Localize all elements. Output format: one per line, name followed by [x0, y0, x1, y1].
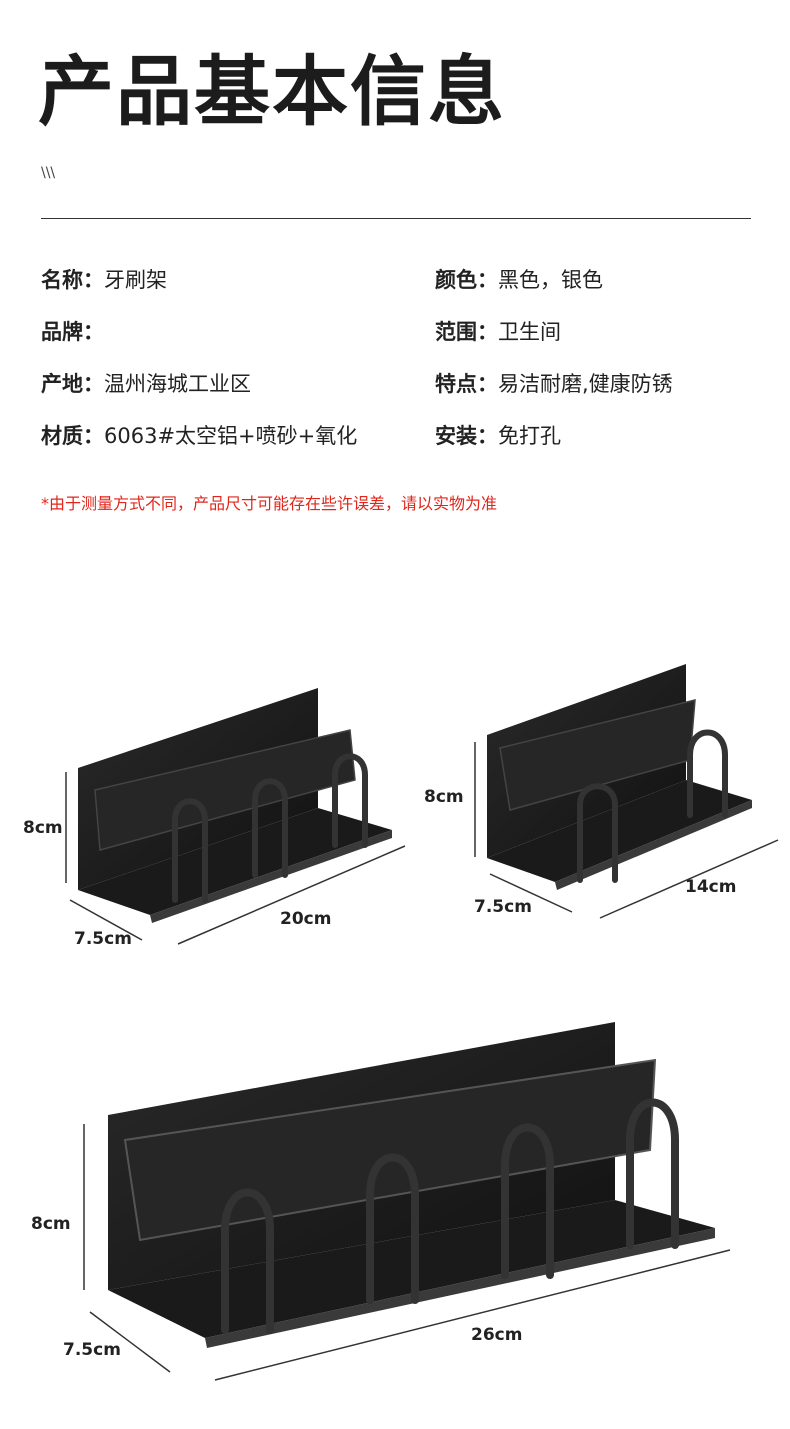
spec-color: 颜色：黑色，银色 — [435, 270, 603, 291]
product-small-image — [474, 664, 779, 919]
spec-brand: 品牌： — [41, 322, 104, 343]
spec-origin: 产地：温州海城工业区 — [41, 374, 251, 395]
medium-depth-label: 7.5cm — [74, 929, 132, 949]
small-height-label: 8cm — [424, 787, 464, 807]
page-title: 产品基本信息 — [38, 47, 506, 136]
subtitle-marks: \\\ — [41, 165, 56, 181]
spec-feature-label: 特点： — [435, 372, 498, 396]
spec-material: 材质：6063#太空铝+喷砂+氧化 — [41, 426, 357, 447]
spec-scope: 范围：卫生间 — [435, 322, 561, 343]
divider — [41, 218, 751, 219]
product-large-image — [83, 1022, 731, 1381]
medium-height-label: 8cm — [23, 818, 63, 838]
spec-color-label: 颜色： — [435, 268, 498, 292]
spec-name-value: 牙刷架 — [104, 268, 167, 292]
spec-feature: 特点：易洁耐磨,健康防锈 — [435, 374, 673, 395]
spec-name: 名称：牙刷架 — [41, 270, 167, 291]
spec-material-value: 6063#太空铝+喷砂+氧化 — [104, 424, 358, 448]
spec-scope-label: 范围： — [435, 320, 498, 344]
spec-brand-label: 品牌： — [41, 320, 104, 344]
medium-width-label: 20cm — [280, 909, 332, 929]
spec-color-value: 黑色，银色 — [498, 268, 603, 292]
large-width-label: 26cm — [471, 1325, 523, 1345]
spec-material-label: 材质： — [41, 424, 104, 448]
large-height-label: 8cm — [31, 1214, 71, 1234]
measurement-note: *由于测量方式不同，产品尺寸可能存在些许误差，请以实物为准 — [41, 494, 498, 513]
spec-feature-value: 易洁耐磨,健康防锈 — [498, 372, 673, 396]
spec-origin-value: 温州海城工业区 — [104, 372, 251, 396]
spec-install-value: 免打孔 — [498, 424, 561, 448]
small-depth-label: 7.5cm — [474, 897, 532, 917]
spec-install-label: 安装： — [435, 424, 498, 448]
spec-name-label: 名称： — [41, 268, 104, 292]
large-depth-label: 7.5cm — [63, 1340, 121, 1360]
spec-origin-label: 产地： — [41, 372, 104, 396]
spec-scope-value: 卫生间 — [498, 320, 561, 344]
small-width-label: 14cm — [685, 877, 737, 897]
spec-install: 安装：免打孔 — [435, 426, 561, 447]
product-medium-image — [65, 688, 406, 945]
